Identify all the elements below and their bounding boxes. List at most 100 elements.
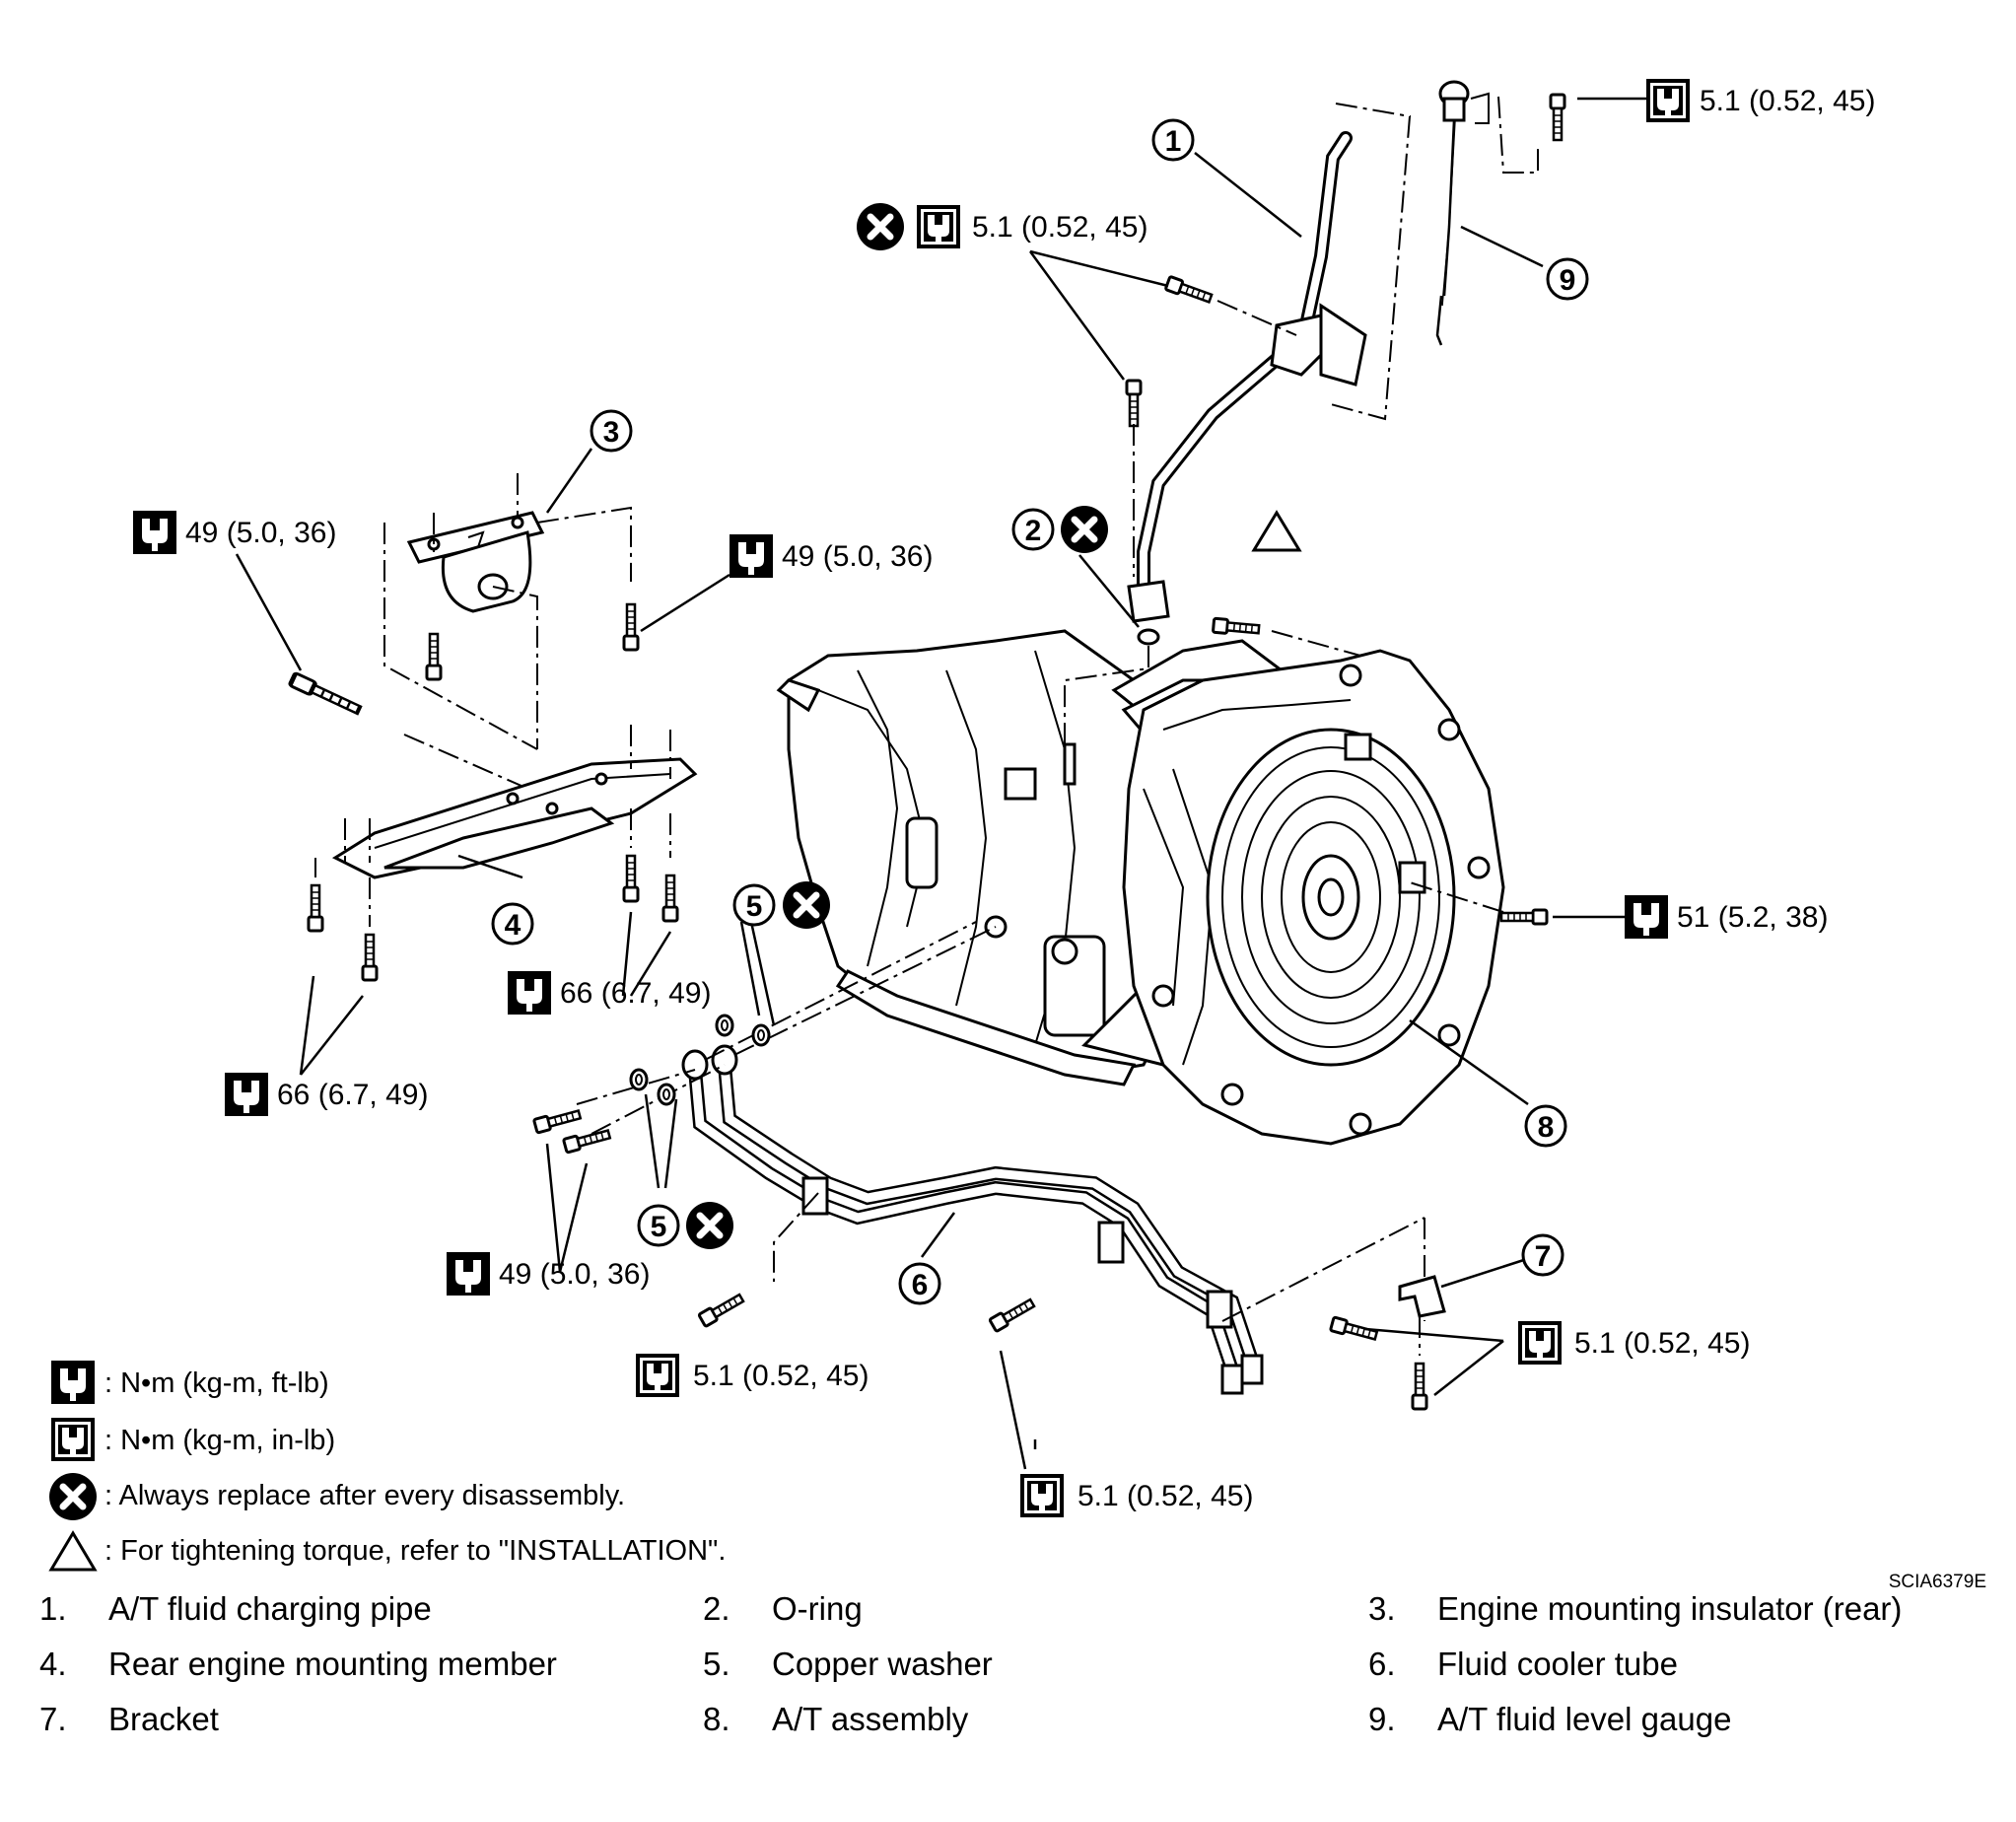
replace-icon [783, 881, 830, 929]
washer-2 [751, 1023, 771, 1047]
figure-code: SCIA6379E [1889, 1572, 1986, 1592]
svg-text:7: 7 [1535, 1240, 1552, 1273]
svg-text:6: 6 [912, 1269, 929, 1301]
callout-7: 7 [1521, 1233, 1564, 1277]
svg-text:66 (6.7, 49): 66 (6.7, 49) [277, 1079, 428, 1111]
svg-text:4: 4 [505, 909, 521, 942]
replace-icon [857, 203, 904, 250]
part-name: Engine mounting insulator (rear) [1437, 1590, 1903, 1627]
callout-1: 1 [1151, 118, 1195, 162]
svg-text:49 (5.0, 36): 49 (5.0, 36) [782, 540, 933, 573]
o-ring-dashline [1064, 646, 1149, 749]
parts-list: 1. A/T fluid charging pipe 2. O-ring 3. … [0, 1587, 2016, 1785]
part-name: O-ring [772, 1590, 863, 1627]
triangle-icon [48, 1530, 98, 1572]
torque-ftlb-icon [51, 1361, 95, 1404]
pipe-bracket-dashline [1330, 103, 1412, 421]
svg-text:: N•m (kg-m, in-lb): : N•m (kg-m, in-lb) [104, 1425, 335, 1456]
svg-text:51 (5.2, 38): 51 (5.2, 38) [1677, 901, 1828, 934]
converter-dashline [1409, 881, 1504, 913]
member-bolt-2 [661, 874, 679, 923]
o-ring [1137, 628, 1160, 646]
cooler-bolt-1 [531, 1106, 584, 1135]
part-number: 1. [39, 1590, 67, 1627]
svg-text:66 (6.7, 49): 66 (6.7, 49) [560, 977, 711, 1010]
at-assembly [776, 629, 1505, 1146]
pipe-bolt-dashline [1133, 300, 1297, 577]
cooler-bolt-2 [561, 1126, 613, 1155]
washer-1 [715, 1014, 734, 1037]
part-name: Fluid cooler tube [1437, 1646, 1678, 1682]
engine-mounting-insulator [406, 511, 545, 613]
torque-label-member-right: 66 (6.7, 49) [508, 971, 711, 1015]
torque-ftlb-icon [508, 971, 551, 1015]
part-number: 6. [1368, 1646, 1396, 1682]
torque-ftlb-icon [1625, 895, 1668, 939]
bracket-bolt-2 [1411, 1362, 1428, 1411]
part-name: Bracket [108, 1701, 219, 1737]
svg-text:1: 1 [1165, 125, 1182, 158]
member-bolt-3 [307, 883, 324, 933]
member-bolt-1 [622, 854, 640, 903]
gauge-bolt [1549, 93, 1566, 142]
triangle-bolt-dashline [1271, 630, 1361, 657]
torque-ftlb-icon [730, 534, 773, 578]
svg-text:: For tightening torque, refer: : For tightening torque, refer to "INSTA… [104, 1535, 726, 1567]
callout-5-upper: 5 [732, 883, 776, 927]
svg-text:5: 5 [651, 1211, 667, 1243]
pipe-foot-bolt [1125, 379, 1143, 428]
replace-icon [49, 1473, 97, 1520]
callout-9: 9 [1546, 257, 1589, 301]
member-bolt-4 [361, 933, 379, 982]
callout-5-lower: 5 [637, 1204, 680, 1247]
part-number: 2. [703, 1590, 730, 1627]
part-number: 4. [39, 1646, 67, 1682]
replace-icon [1061, 506, 1108, 553]
washer-3 [629, 1068, 649, 1091]
torque-label-pipe: 5.1 (0.52, 45) [857, 203, 1147, 250]
torque-inlb-icon [917, 205, 960, 248]
long-bolt [290, 673, 362, 717]
insulator-bolt-right [622, 602, 640, 652]
torque-inlb-icon [1646, 79, 1690, 122]
callout-3: 3 [590, 409, 633, 453]
pipe-bracket-bolt [1163, 274, 1215, 307]
triangle-bolt [1211, 616, 1261, 638]
rear-engine-mounting-member [331, 757, 698, 879]
part-name: Copper washer [772, 1646, 993, 1682]
torque-inlb-icon [1518, 1321, 1562, 1365]
part-number: 5. [703, 1646, 730, 1682]
torque-label-cooler-bolts: 49 (5.0, 36) [447, 1252, 650, 1296]
svg-text:3: 3 [603, 416, 620, 449]
converter-bolt [1499, 908, 1549, 926]
fluid-level-gauge [1435, 80, 1490, 346]
callout-8: 8 [1524, 1104, 1567, 1148]
callout-6: 6 [898, 1262, 941, 1305]
torque-label-clip-mid: 5.1 (0.52, 45) [1020, 1474, 1253, 1517]
torque-inlb-icon [636, 1354, 679, 1397]
fluid-charging-pipe [1127, 131, 1367, 623]
torque-ftlb-icon [447, 1252, 490, 1296]
part-number: 7. [39, 1701, 67, 1737]
callout-4: 4 [491, 902, 534, 946]
svg-text:5.1 (0.52, 45): 5.1 (0.52, 45) [972, 211, 1147, 244]
torque-label-insulator-left: 49 (5.0, 36) [133, 511, 336, 554]
legend: : N•m (kg-m, ft-lb) : N•m (kg-m, in-lb) … [48, 1361, 726, 1572]
torque-label-converter: 51 (5.2, 38) [1625, 895, 1828, 939]
fluid-cooler-tube [681, 1044, 1264, 1395]
insulator-dashline [383, 473, 632, 750]
svg-text:: N•m (kg-m, ft-lb): : N•m (kg-m, ft-lb) [104, 1367, 329, 1399]
svg-text:9: 9 [1560, 264, 1576, 297]
svg-text:5.1 (0.52, 45): 5.1 (0.52, 45) [693, 1360, 869, 1392]
part-name: Rear engine mounting member [108, 1646, 557, 1682]
torque-label-insulator-right: 49 (5.0, 36) [730, 534, 933, 578]
torque-inlb-icon [1020, 1474, 1064, 1517]
torque-label-clip-left: 5.1 (0.52, 45) [636, 1354, 869, 1397]
part-name: A/T fluid level gauge [1437, 1701, 1732, 1737]
svg-text:5.1 (0.52, 45): 5.1 (0.52, 45) [1574, 1327, 1750, 1360]
svg-text:: Always replace after every d: : Always replace after every disassembly… [104, 1480, 625, 1511]
part-number: 8. [703, 1701, 730, 1737]
torque-ftlb-icon [225, 1073, 268, 1116]
triangle-icon [1251, 510, 1302, 552]
